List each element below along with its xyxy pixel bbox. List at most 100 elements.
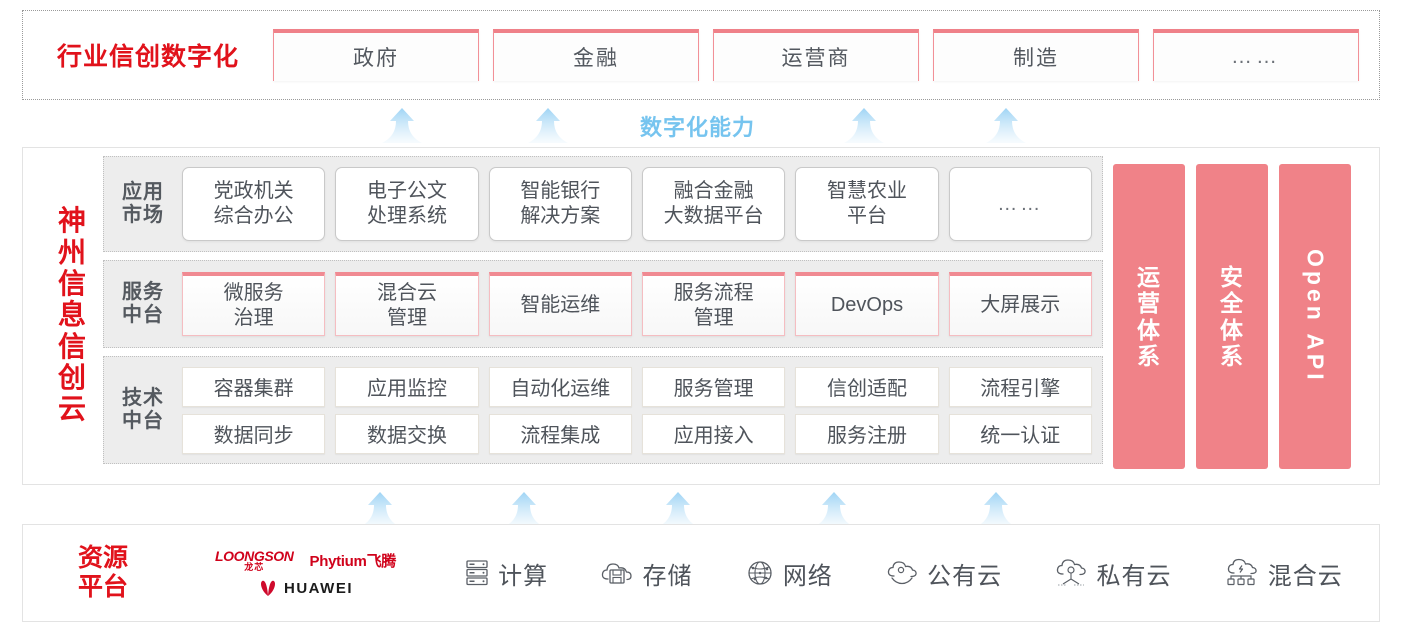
row-label-app-market: 应用 市场 <box>104 181 182 227</box>
card-line: 综合办公 <box>213 205 294 227</box>
card-line: 大数据平台 <box>663 205 764 227</box>
up-arrow-icon <box>844 108 884 143</box>
card-automated-ops[interactable]: 自动化运维 <box>488 366 632 407</box>
card-finance-bigdata-platform[interactable]: 融合金融 大数据平台 <box>641 167 786 241</box>
loongson-logo: LOONGSON 龙芯 <box>215 548 294 572</box>
card-line: 智能银行 <box>520 180 601 202</box>
card-service-process-management[interactable]: 服务流程 管理 <box>641 272 786 336</box>
pbar-char: 系 <box>1137 342 1161 369</box>
card-smart-agriculture-platform[interactable]: 智慧农业 平台 <box>795 167 939 241</box>
row-app-market: 应用 市场 党政机关 综合办公 电子公文 处理系统 智能银行 <box>103 156 1103 252</box>
pbar-char: 体 <box>1137 316 1161 343</box>
resource-capability-strip <box>22 488 1380 528</box>
pbar-char: 营 <box>1137 290 1161 317</box>
pink-bar-open-api[interactable]: Open API <box>1279 164 1351 469</box>
card-line: 党政机关 <box>213 180 294 202</box>
card-service-management[interactable]: 服务管理 <box>641 366 786 407</box>
card-data-sync[interactable]: 数据同步 <box>182 413 326 454</box>
card-line: 解决方案 <box>520 205 601 227</box>
resource-item-network[interactable]: 网络 <box>745 556 833 591</box>
card-process-engine[interactable]: 流程引擎 <box>948 366 1092 407</box>
row-label-line: 市场 <box>122 204 164 226</box>
tech-grid-row: 容器集群 应用监控 自动化运维 服务管理 信创适配 流程引擎 <box>182 366 1092 407</box>
public-cloud-icon <box>887 561 917 585</box>
resource-platform-panel: 资源 平台 LOONGSON 龙芯 Phytium飞腾 HUAWEI <box>22 524 1380 622</box>
card-line: 治理 <box>233 306 274 329</box>
industry-band: 行业信创数字化 政府 金融 运营商 制造 …… <box>22 10 1380 100</box>
resource-item-private-cloud[interactable]: 私有云 <box>1054 556 1171 591</box>
logo-row-bottom: HUAWEI <box>258 579 353 597</box>
card-container-cluster[interactable]: 容器集群 <box>182 366 326 407</box>
card-line: 管理 <box>386 306 427 329</box>
card-xinchuang-adaptation[interactable]: 信创适配 <box>795 366 939 407</box>
industry-box-government[interactable]: 政府 <box>273 29 479 81</box>
up-arrow-icon <box>658 492 698 527</box>
industry-box-finance[interactable]: 金融 <box>493 29 699 81</box>
vtitle-char: 神 <box>57 205 86 237</box>
resource-platform-title: 资源 平台 <box>23 544 183 603</box>
app-market-card-list: 党政机关 综合办公 电子公文 处理系统 智能银行 解决方案 融合金融 <box>182 167 1102 241</box>
res-title-line: 平台 <box>77 573 128 601</box>
huawei-logo: HUAWEI <box>258 579 353 597</box>
card-line: 平台 <box>846 205 887 227</box>
pbar-char: 全 <box>1220 290 1244 317</box>
industry-box-manufacturing[interactable]: 制造 <box>933 29 1139 81</box>
service-platform-card-list: 微服务 治理 混合云 管理 智能运维 服务流程 管理 DevOps 大屏展示 <box>182 272 1102 336</box>
industry-box-list: 政府 金融 运营商 制造 …… <box>273 29 1379 81</box>
pink-bar-group: 运 营 体 系 安 全 体 系 Open API <box>1113 164 1351 469</box>
card-government-office[interactable]: 党政机关 综合办公 <box>182 167 326 241</box>
card-process-integration[interactable]: 流程集成 <box>488 413 632 454</box>
row-label-line: 中台 <box>122 410 164 432</box>
card-line: 电子公文 <box>366 180 447 202</box>
tech-grid-row: 数据同步 数据交换 流程集成 应用接入 服务注册 统一认证 <box>182 413 1092 454</box>
resource-item-public-cloud[interactable]: 公有云 <box>885 556 1002 591</box>
up-arrow-icon <box>504 492 544 527</box>
tech-platform-grid: 容器集群 应用监控 自动化运维 服务管理 信创适配 流程引擎 数据同步 数据交换… <box>182 366 1102 454</box>
vtitle-char: 信 <box>57 267 86 299</box>
card-line: 管理 <box>693 306 734 329</box>
card-smart-bank-solution[interactable]: 智能银行 解决方案 <box>488 167 632 241</box>
resource-item-label: 网络 <box>782 562 833 590</box>
vtitle-char: 信 <box>57 330 86 362</box>
card-e-document-system[interactable]: 电子公文 处理系统 <box>335 167 479 241</box>
card-line: 处理系统 <box>366 205 447 227</box>
card-line: 融合金融 <box>673 180 754 202</box>
card-line: 服务流程 <box>673 281 754 304</box>
resource-item-list: 计算 存储 网络 <box>428 556 1379 591</box>
vtitle-char: 创 <box>57 362 86 394</box>
card-intelligent-ops[interactable]: 智能运维 <box>488 272 632 336</box>
card-unified-authentication[interactable]: 统一认证 <box>948 413 1092 454</box>
pink-bar-security-system[interactable]: 安 全 体 系 <box>1196 164 1268 469</box>
card-data-exchange[interactable]: 数据交换 <box>335 413 479 454</box>
card-line: 微服务 <box>223 281 284 304</box>
industry-box-carrier[interactable]: 运营商 <box>713 29 919 81</box>
card-hybrid-cloud-management[interactable]: 混合云 管理 <box>335 272 479 336</box>
card-application-monitoring[interactable]: 应用监控 <box>335 366 479 407</box>
up-arrow-icon <box>814 492 854 527</box>
pbar-char: 安 <box>1220 263 1244 290</box>
row-label-line: 中台 <box>122 304 164 326</box>
cloud-storage-icon <box>602 563 633 584</box>
card-app-market-more[interactable]: …… <box>948 167 1092 241</box>
pink-bar-operations-system[interactable]: 运 营 体 系 <box>1113 164 1185 469</box>
vtitle-char: 州 <box>57 236 86 268</box>
row-tech-platform: 技术 中台 容器集群 应用监控 自动化运维 服务管理 信创适配 流程引擎 数据同… <box>103 356 1103 464</box>
resource-item-compute[interactable]: 计算 <box>464 556 548 591</box>
industry-box-more[interactable]: …… <box>1153 29 1359 81</box>
hybrid-cloud-icon <box>1227 558 1257 586</box>
card-large-screen-display[interactable]: 大屏展示 <box>948 272 1092 336</box>
card-microservice-governance[interactable]: 微服务 治理 <box>182 272 326 336</box>
industry-band-title: 行业信创数字化 <box>56 43 239 71</box>
card-application-access[interactable]: 应用接入 <box>641 413 786 454</box>
digital-capability-strip: 数字化能力 <box>22 104 1380 144</box>
res-title-line: 资源 <box>77 543 128 572</box>
vendor-logo-group: LOONGSON 龙芯 Phytium飞腾 HUAWEI <box>183 549 428 597</box>
up-arrow-icon <box>360 492 400 527</box>
resource-item-hybrid-cloud[interactable]: 混合云 <box>1224 556 1343 591</box>
resource-item-storage[interactable]: 存储 <box>600 556 692 591</box>
loongson-logo-en: LOONGSON <box>215 548 294 564</box>
up-arrow-icon <box>382 108 422 143</box>
card-service-registry[interactable]: 服务注册 <box>795 413 939 454</box>
card-devops[interactable]: DevOps <box>795 272 939 336</box>
